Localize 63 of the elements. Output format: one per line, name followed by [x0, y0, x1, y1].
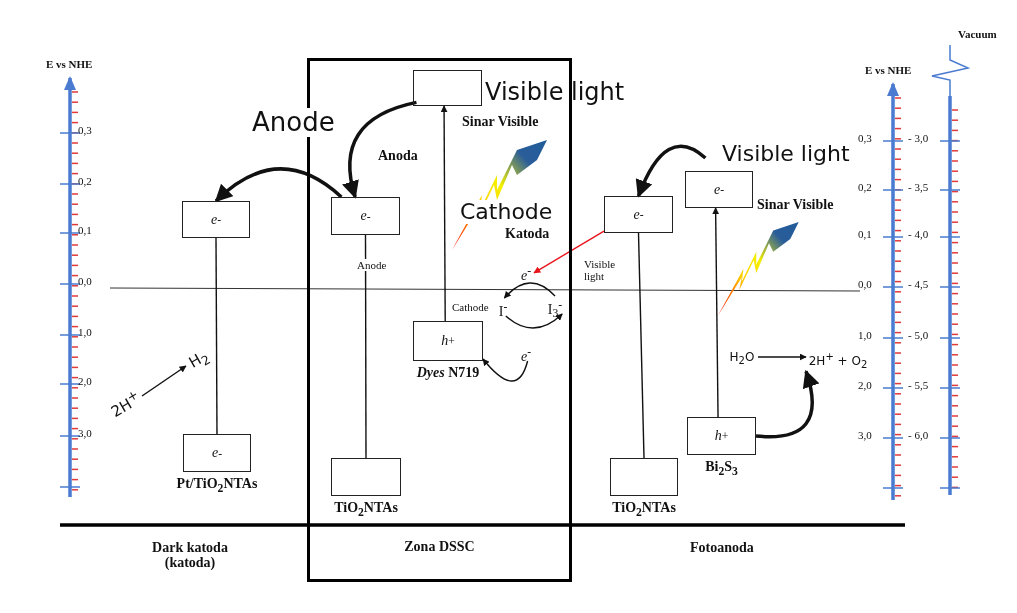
connector-line	[364, 234, 367, 459]
annotation-text: Anode	[355, 259, 389, 272]
tick-label: 0,0	[858, 278, 872, 291]
tick-label: - 3,0	[908, 132, 929, 145]
tick-label: 2,0	[858, 379, 872, 392]
annotation-text: Sinar Visible	[757, 197, 834, 213]
axis-title: E vs NHE	[46, 58, 93, 71]
axis-title: Vacuum	[958, 28, 997, 41]
connector-line	[215, 237, 218, 435]
column-heading: Fotoanoda	[690, 540, 754, 556]
tick-label: - 3,5	[908, 181, 929, 194]
tick-label: - 5,0	[908, 329, 929, 342]
curved-arrow	[214, 167, 343, 203]
arrow	[533, 230, 605, 274]
material-label: Dyes N719	[416, 365, 480, 381]
zone-title: Zona DSSC	[403, 539, 476, 555]
energy-level-box	[413, 70, 482, 106]
arrow	[440, 105, 448, 322]
arrow	[712, 207, 720, 418]
curved-arrow	[636, 144, 707, 198]
curved-arrow	[503, 282, 556, 299]
annotation-text: Visible light	[722, 142, 850, 167]
tick-label: - 4,0	[908, 228, 929, 241]
tick-label: 0,3	[858, 132, 872, 145]
column-heading: Dark katoda (katoda)	[151, 540, 229, 571]
arrow	[757, 353, 807, 361]
tick-label: 1,0	[78, 326, 92, 339]
tick-label: 3,0	[78, 427, 92, 440]
curved-arrow	[342, 100, 417, 199]
annotation-text: Cathode	[452, 301, 489, 314]
tick-label: 3,0	[858, 429, 872, 442]
tick-label: 0,3	[78, 124, 92, 137]
annotation-text: Visible light	[584, 258, 617, 283]
tick-label: 0,1	[78, 224, 92, 237]
tick-label: 0,2	[858, 181, 872, 194]
chem-species: H$_{2}$O	[726, 348, 758, 366]
material-label: TiO$_{2}$NTAs	[334, 500, 398, 519]
tick-label: 0,1	[858, 228, 872, 241]
axis-title: E vs NHE	[865, 64, 912, 77]
tick-label: 0,2	[78, 175, 92, 188]
annotation-text: Anoda	[378, 148, 418, 164]
material-label: TiO$_{2}$NTAs	[612, 500, 676, 519]
tick-label: 0,0	[78, 275, 92, 288]
annotation-text: Katoda	[505, 226, 550, 242]
chem-species: e$^{-}$	[518, 343, 534, 361]
arrow	[141, 365, 187, 397]
tick-label: 1,0	[858, 329, 872, 342]
tick-label: - 5,5	[908, 379, 929, 392]
tick-label: - 6,0	[908, 429, 929, 442]
annotation-text: Anode	[250, 108, 337, 137]
curved-arrow	[482, 358, 529, 382]
material-label: Bi$_{2}$S$_{3}$	[705, 459, 738, 478]
tick-label: - 4,5	[908, 278, 929, 291]
material-label: Pt/TiO$_{2}$NTAs	[176, 476, 258, 495]
tick-label: 2,0	[78, 375, 92, 388]
chem-species: I$^{-}$	[496, 298, 510, 316]
connector-line	[637, 232, 645, 459]
chem-species: 2H$^{+}$ + O$_{2}$	[806, 348, 870, 366]
curved-arrow	[505, 313, 563, 329]
annotation-text: Cathode	[458, 200, 555, 225]
annotation-text: Sinar Visible	[462, 114, 539, 130]
chem-species: e$^{-}$	[518, 262, 534, 280]
curved-arrow	[755, 369, 819, 439]
